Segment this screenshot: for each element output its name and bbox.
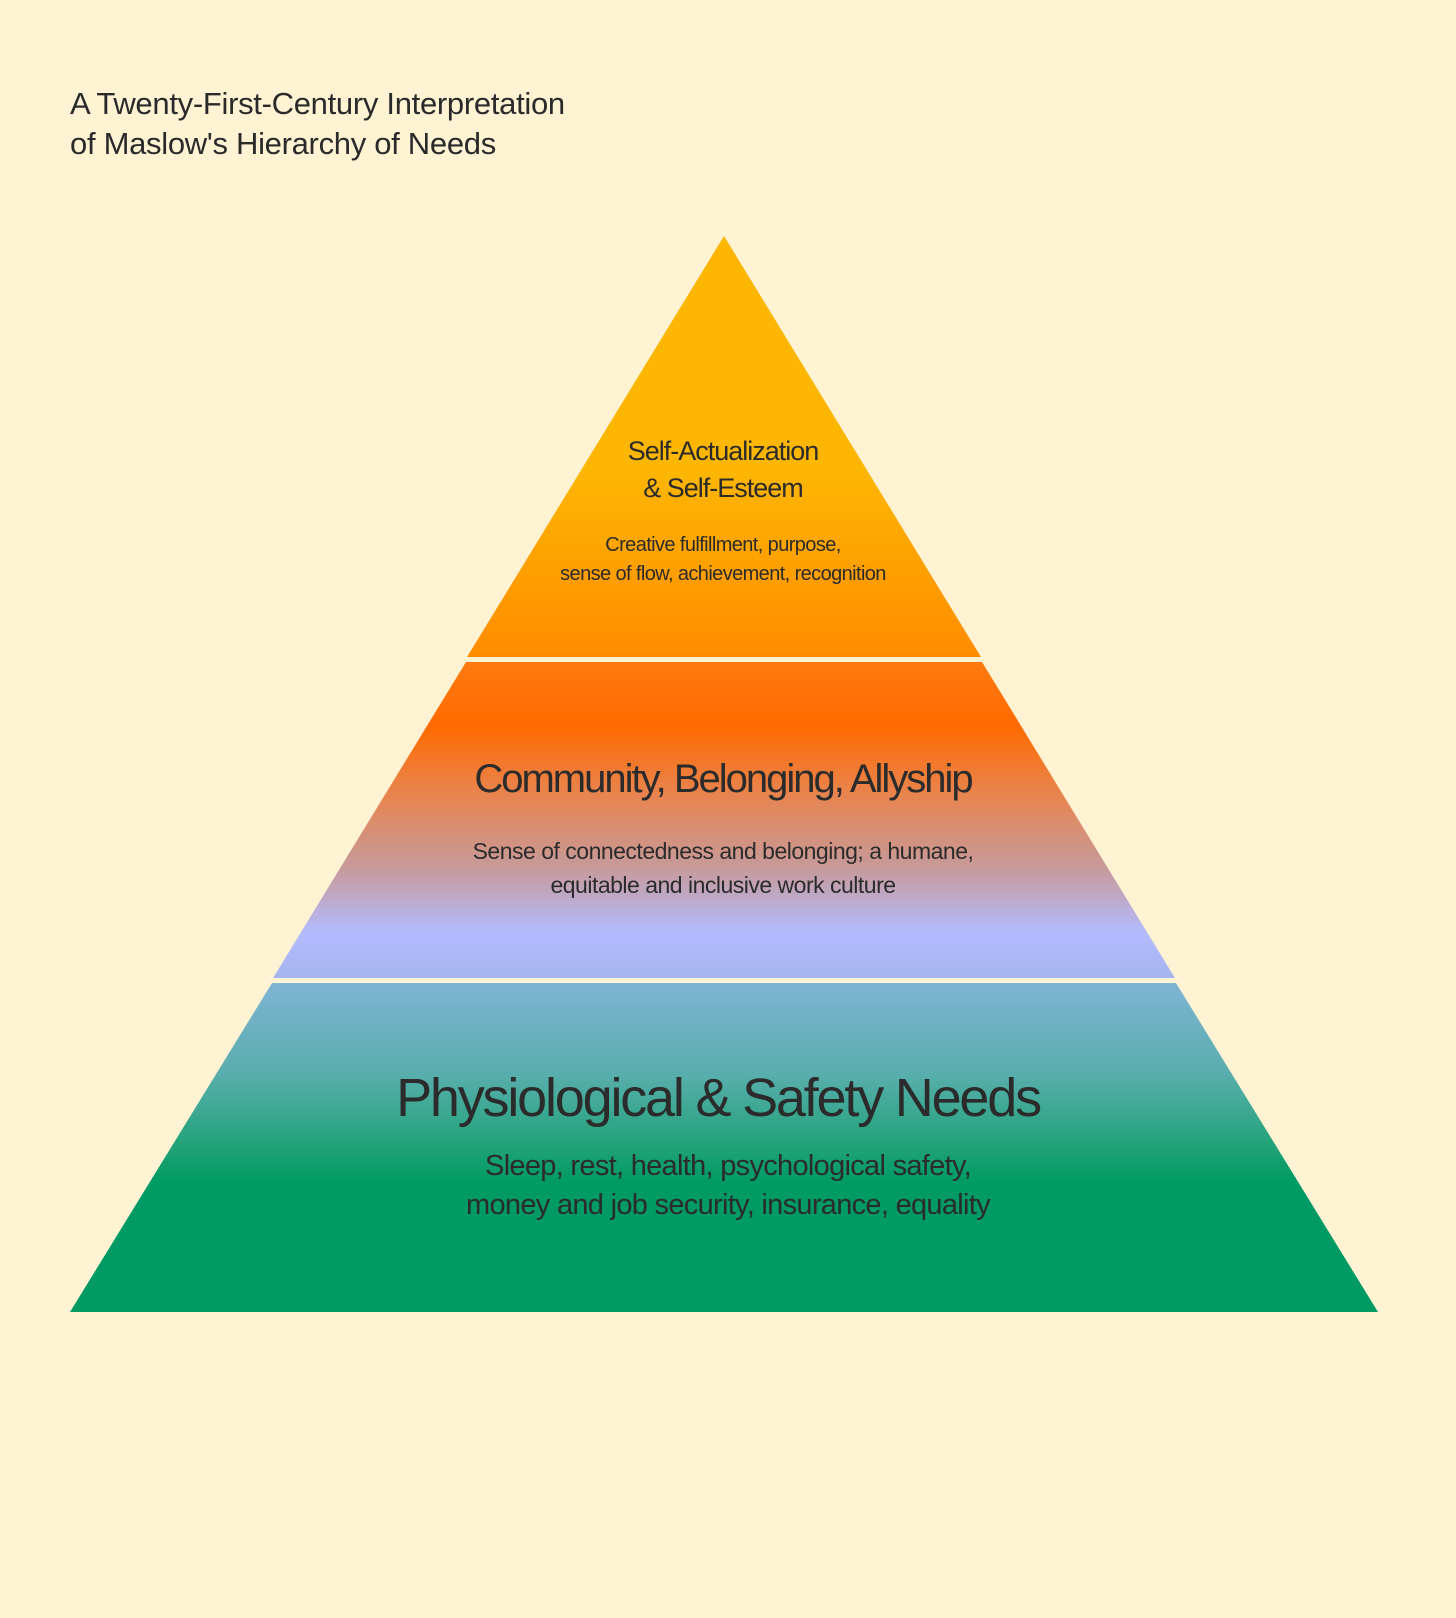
tier-middle-description-line: Sense of connectedness and belonging; a … bbox=[472, 838, 974, 864]
tier-middle-heading-line: Community, Belonging, Allyship bbox=[474, 757, 973, 801]
tier-bottom-description-line: money and job security, insurance, equal… bbox=[466, 1189, 991, 1221]
tier-middle-description-line: equitable and inclusive work culture bbox=[550, 872, 896, 898]
tier-top-shape bbox=[467, 236, 981, 657]
tier-top-description-line: sense of flow, achievement, recognition bbox=[560, 563, 886, 585]
tier-bottom-shape bbox=[70, 983, 1378, 1312]
tier-top-description: Creative fulfillment, purpose, sense of … bbox=[473, 531, 973, 589]
tier-bottom-description: Sleep, rest, health, psychological safet… bbox=[348, 1147, 1108, 1225]
tier-top-heading-line: & Self-Esteem bbox=[643, 473, 804, 503]
page-title-line-1: A Twenty-First-Century Interpretation bbox=[70, 86, 565, 121]
tier-bottom-description-line: Sleep, rest, health, psychological safet… bbox=[485, 1150, 972, 1182]
tier-middle-shape bbox=[273, 662, 1175, 978]
page-title-line-2: of Maslow's Hierarchy of Needs bbox=[70, 126, 496, 161]
tier-middle-description: Sense of connectedness and belonging; a … bbox=[373, 834, 1073, 902]
tier-top-description-line: Creative fulfillment, purpose, bbox=[605, 534, 841, 556]
tier-top-heading-line: Self-Actualization bbox=[627, 436, 820, 466]
tier-bottom-heading-line: Physiological & Safety Needs bbox=[396, 1068, 1042, 1128]
tier-bottom-heading: Physiological & Safety Needs bbox=[318, 1065, 1118, 1131]
tier-top-heading: Self-Actualization & Self-Esteem bbox=[523, 433, 923, 507]
page-title: A Twenty-First-Century Interpretation of… bbox=[70, 84, 770, 164]
tier-middle-heading: Community, Belonging, Allyship bbox=[378, 754, 1068, 804]
